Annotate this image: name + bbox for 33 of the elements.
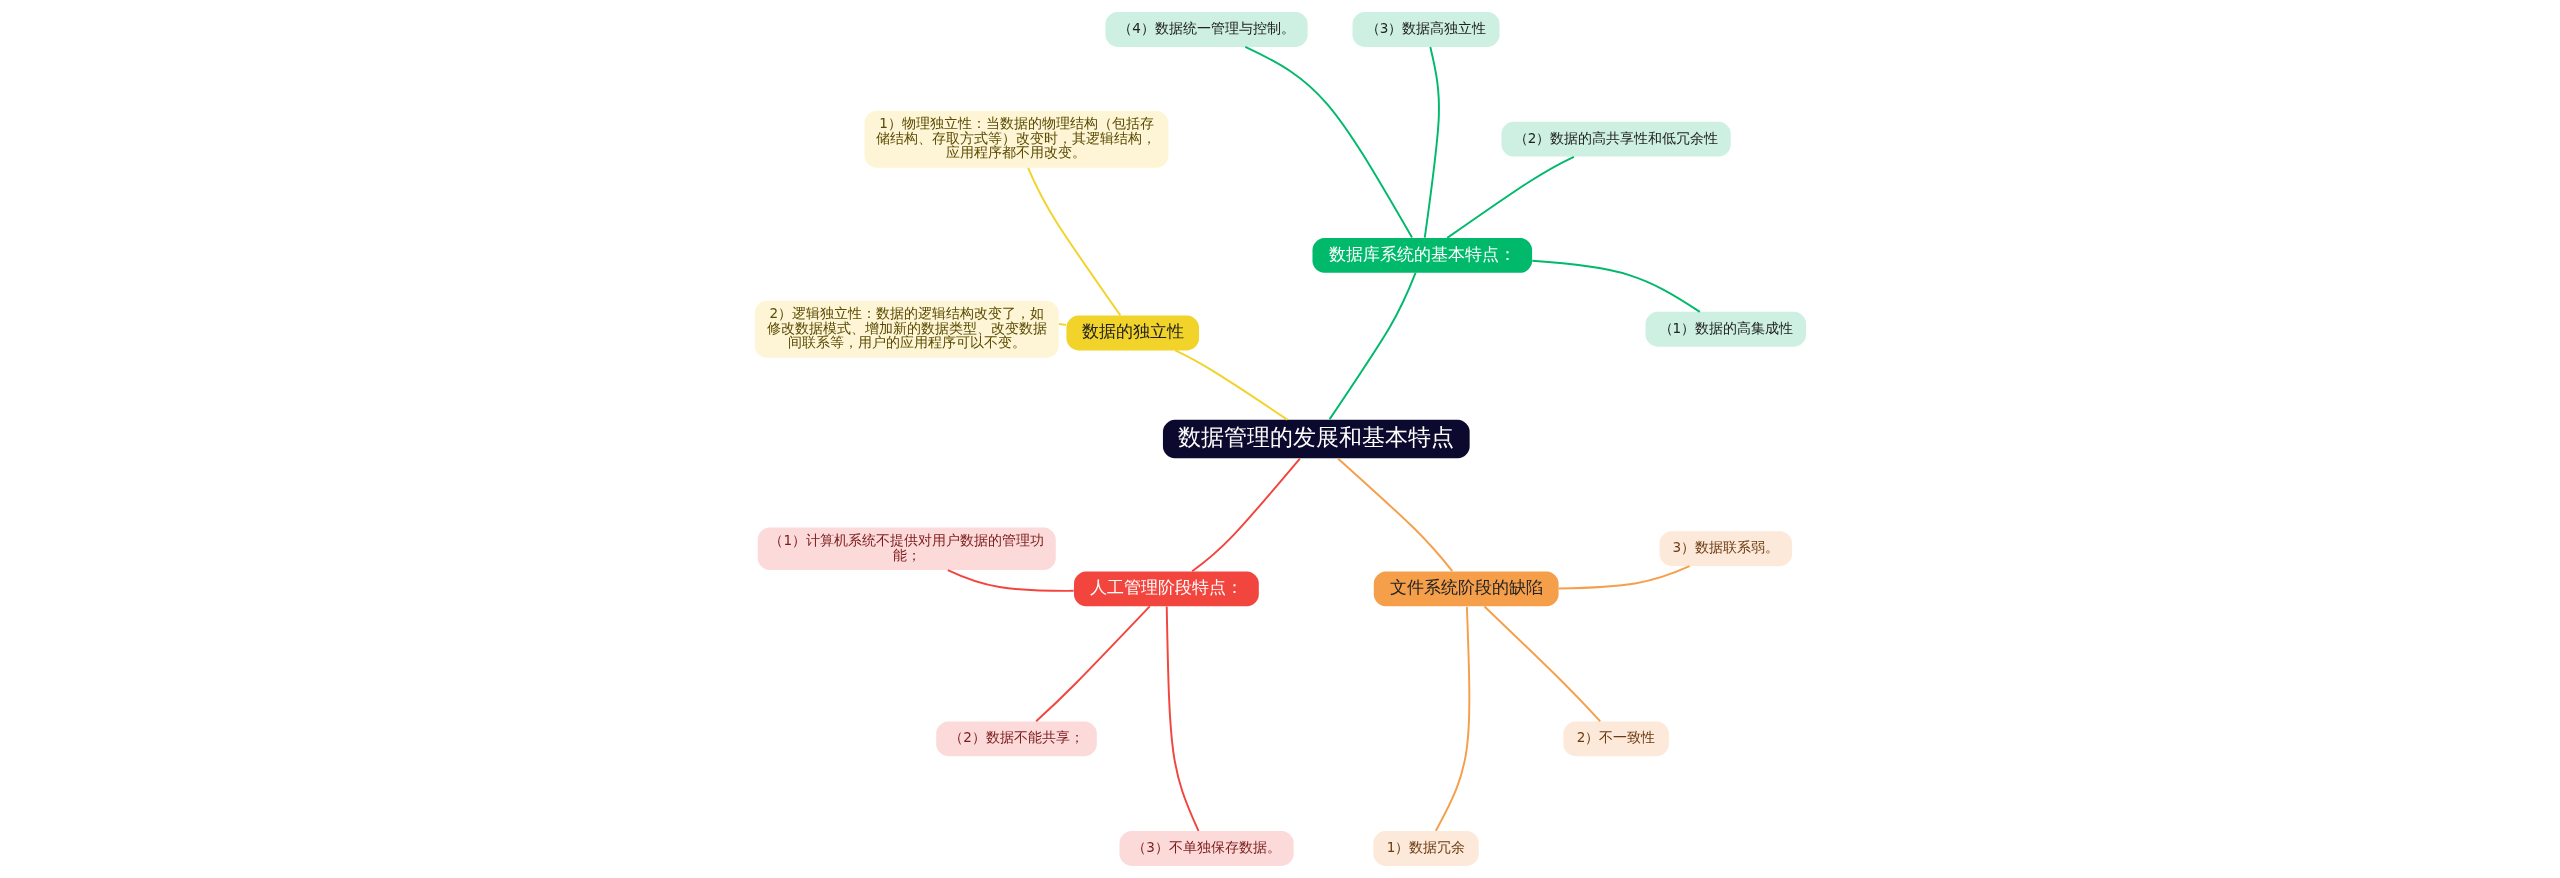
node-box: （2）数据不能共享； <box>935 721 1097 757</box>
connector <box>1434 605 1470 832</box>
node-box: 文件系统阶段的缺陷 <box>1373 571 1559 607</box>
connector <box>1423 46 1440 239</box>
connector <box>1026 166 1121 317</box>
node-box: （1）数据的高集成性 <box>1645 311 1806 347</box>
node-box: （3）数据高独立性 <box>1352 12 1500 47</box>
connector <box>1165 605 1199 832</box>
node-box: （4）数据统一管理与控制。 <box>1104 12 1308 47</box>
node-box: 2）不一致性 <box>1562 721 1669 757</box>
node-box: 3）数据联系弱。 <box>1659 531 1792 567</box>
connector <box>1328 271 1416 421</box>
connector <box>1557 565 1690 590</box>
connector <box>1483 605 1601 723</box>
node-box: （1）计算机系统不提供对用户数据的管理功能； <box>757 527 1056 570</box>
node-box: （3）不单独保存数据。 <box>1119 831 1294 866</box>
connector <box>1173 349 1288 421</box>
node-box: 2）逻辑独立性：数据的逻辑结构改变了，如修改数据模式、增加新的数据类型、改变数据间联系等，用户的应用程序可以不变。 <box>754 300 1059 358</box>
node-box: 人工管理阶段特点： <box>1073 571 1259 607</box>
connector <box>1243 45 1413 239</box>
node-box: 1）数据冗余 <box>1372 831 1479 866</box>
node-box: 数据管理的发展和基本特点 <box>1162 419 1470 459</box>
connector <box>946 569 1075 592</box>
node-box: 1）物理独立性：当数据的物理结构（包括存储结构、存取方式等）改变时，其逻辑结构，应用程序都不用改变。 <box>864 110 1168 168</box>
connector <box>1445 155 1575 239</box>
connector <box>1034 605 1151 723</box>
node-box: 数据的独立性 <box>1065 315 1199 351</box>
connector <box>1190 457 1301 573</box>
connector <box>1057 323 1067 326</box>
node-box: （2）数据的高共享性和低冗余性 <box>1500 121 1731 157</box>
connector <box>1530 259 1701 313</box>
connector <box>1336 457 1453 573</box>
node-box: 数据库系统的基本特点： <box>1312 238 1532 273</box>
